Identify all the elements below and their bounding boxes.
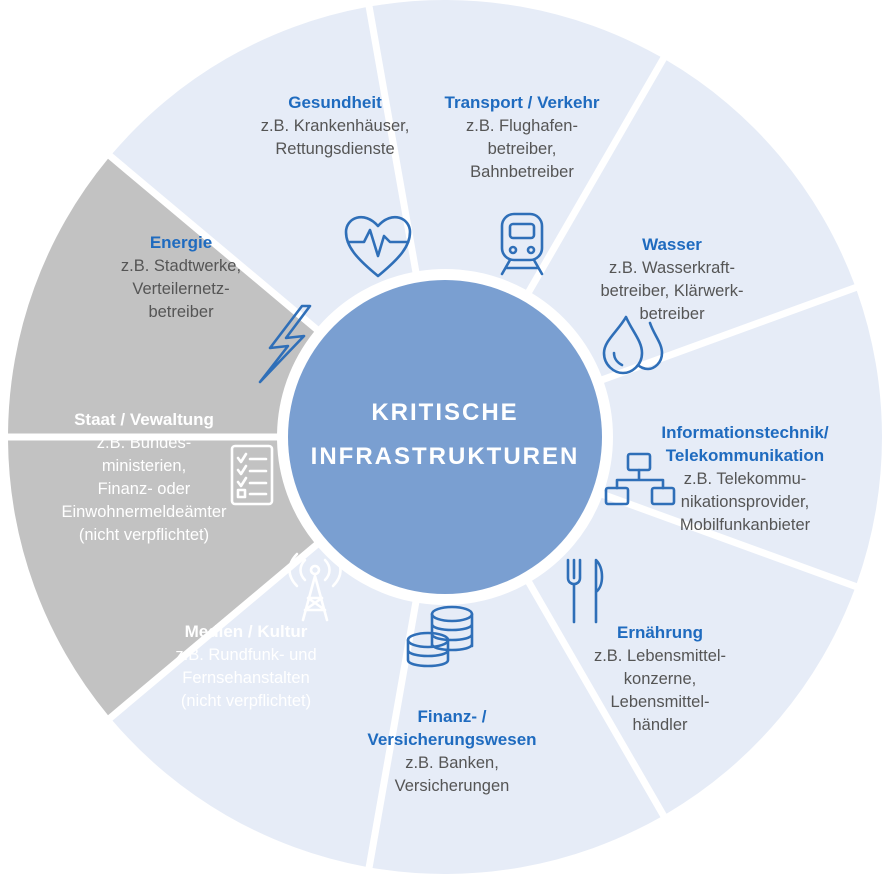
cutlery-icon-part [594, 558, 604, 624]
segment-label-it: Informationstechnik/Telekommunikation z.B… [661, 423, 828, 534]
heart-pulse-icon-part [344, 215, 412, 278]
segment-title-transport: Transport / Verkehr [445, 93, 600, 112]
train-icon-part [500, 212, 544, 262]
center-title-line1: KRITISCHE [371, 399, 518, 426]
segment-title-staat: Staat / Vewaltung [74, 410, 214, 429]
segment-line-it-1: nikationsprovider, [681, 493, 809, 511]
segment-title-ernaehrung: Ernährung [617, 623, 703, 642]
segment-title-gesundheit: Gesundheit [288, 93, 382, 112]
segment-title-medien: Medien / Kultur [185, 622, 308, 641]
cutlery-icon-part [566, 558, 582, 624]
segment-line-transport-2: Bahnbetreiber [470, 163, 574, 181]
checklist-icon-part [236, 476, 268, 488]
segment-line-ernaehrung-3: händler [632, 716, 688, 734]
text-layer: Gesundheit z.B. Krankenhäuser, Rettungsdie… [61, 93, 828, 795]
segment-line-staat-0: z.B. Bundes- [97, 434, 191, 452]
segment-line-wasser-0: z.B. Wasserkraft- [609, 259, 735, 277]
segment-wasser [604, 290, 882, 584]
network-icon-part [615, 468, 665, 490]
segment-line-transport-0: z.B. Flughafen- [466, 117, 578, 135]
segment-title-finanz-2: Versicherungswesen [367, 730, 536, 749]
segment-label-transport: Transport / Verkehr z.B. Flughafen-betrei… [445, 93, 600, 181]
radio-tower-icon-part [301, 574, 329, 622]
center-title-line2: INFRASTRUKTUREN [311, 443, 580, 470]
segment-line-gesundheit-1: Rettungsdienste [275, 140, 394, 158]
segment-line-gesundheit-0: z.B. Krankenhäuser, [261, 117, 410, 135]
water-drops-icon-part [612, 351, 624, 367]
train-icon-part [526, 245, 536, 255]
segment-label-ernaehrung: Ernährung z.B. Lebensmittel-konzerne, Lebe… [594, 623, 726, 734]
segment-line-medien-0: z.B. Rundfunk- und [175, 646, 316, 664]
segment-it [532, 497, 855, 814]
cutlery-icon [566, 558, 604, 624]
segment-line-ernaehrung-1: konzerne, [624, 670, 696, 688]
segment-line-medien-1: Fernsehanstalten [182, 669, 310, 687]
segment-staat [8, 158, 315, 434]
segment-line-ernaehrung-0: z.B. Lebensmittel- [594, 647, 726, 665]
segment-energie [112, 7, 413, 327]
segment-label-wasser: Wasser z.B. Wasserkraft-betreiber, Klärwe… [600, 235, 743, 323]
segment-line-energie-2: betreiber [148, 303, 214, 321]
segment-line-wasser-2: betreiber [639, 305, 705, 323]
water-drops-icon [602, 315, 664, 375]
segment-line-staat-4: (nicht verpflichtet) [79, 526, 209, 544]
segment-ernaehrung [372, 584, 661, 874]
segment-line-finanz-1: Versicherungen [395, 777, 510, 795]
lightning-icon [258, 304, 312, 384]
segment-label-medien: Medien / Kultur z.B. Rundfunk- undFernseh… [175, 622, 316, 710]
center-circle [288, 280, 602, 594]
checklist-icon-part [230, 444, 274, 506]
segment-label-energie: Energie z.B. Stadtwerke, Verteilernetz-bet… [121, 233, 241, 321]
coins-icon-part [406, 638, 450, 668]
segment-line-staat-1: ministerien, [102, 457, 186, 475]
icons-layer [230, 212, 676, 668]
train-icon-part [508, 245, 518, 255]
segment-label-finanz: Finanz- / Versicherungswesen z.B. Banken, V… [367, 707, 536, 795]
segment-line-transport-1: betreiber, [488, 140, 557, 158]
segment-title-it-2: Telekommunikation [666, 446, 824, 465]
segment-line-energie-0: z.B. Stadtwerke, [121, 257, 241, 275]
segment-label-gesundheit: Gesundheit z.B. Krankenhäuser, Rettungsdie… [261, 93, 410, 158]
segment-title-energie: Energie [150, 233, 212, 252]
segment-line-staat-2: Finanz- oder [98, 480, 191, 498]
segment-line-medien-2: (nicht verpflichtet) [181, 692, 311, 710]
segment-line-wasser-1: betreiber, Klärwerk- [600, 282, 743, 300]
segment-transport [532, 60, 855, 377]
radio-tower-icon-part [299, 558, 331, 582]
water-drops-icon-part [636, 321, 664, 371]
radio-tower-icon [288, 552, 342, 622]
segment-title-finanz: Finanz- / [418, 707, 487, 726]
radio-tower-icon-part [309, 564, 321, 576]
checklist-icon-part [236, 488, 247, 499]
segment-line-it-2: Mobilfunkanbieter [680, 516, 811, 534]
coins-icon [406, 605, 474, 668]
coins-icon-part [430, 612, 474, 652]
segment-title-it: Informationstechnik/ [661, 423, 828, 442]
segment-line-staat-3: Einwohnermeldeämter [61, 503, 227, 521]
checklist-icon-part [236, 452, 268, 464]
segment-label-staat: Staat / Vewaltung z.B. Bundes-ministerien… [61, 410, 227, 544]
segment-line-ernaehrung-2: Lebensmittel- [610, 693, 709, 711]
checklist-icon-part [236, 464, 268, 476]
segments-layer [8, 0, 882, 874]
train-icon-part [508, 222, 536, 240]
checklist-icon [230, 444, 274, 506]
water-drops-icon-part [602, 315, 644, 375]
segment-finanz [112, 547, 413, 867]
segment-title-wasser: Wasser [642, 235, 702, 254]
lightning-icon-part [258, 304, 312, 384]
heart-pulse-icon [344, 215, 412, 278]
train-icon [500, 212, 544, 276]
segment-line-energie-1: Verteilernetz- [132, 280, 229, 298]
train-icon-part [500, 258, 544, 276]
heart-pulse-icon-part [346, 228, 410, 258]
segment-medien [8, 440, 315, 716]
segment-gesundheit [372, 0, 661, 290]
segment-line-finanz-0: z.B. Banken, [405, 754, 499, 772]
radio-tower-icon-part [288, 552, 342, 588]
network-icon [604, 452, 676, 506]
segment-line-it-0: z.B. Telekommu- [684, 470, 807, 488]
